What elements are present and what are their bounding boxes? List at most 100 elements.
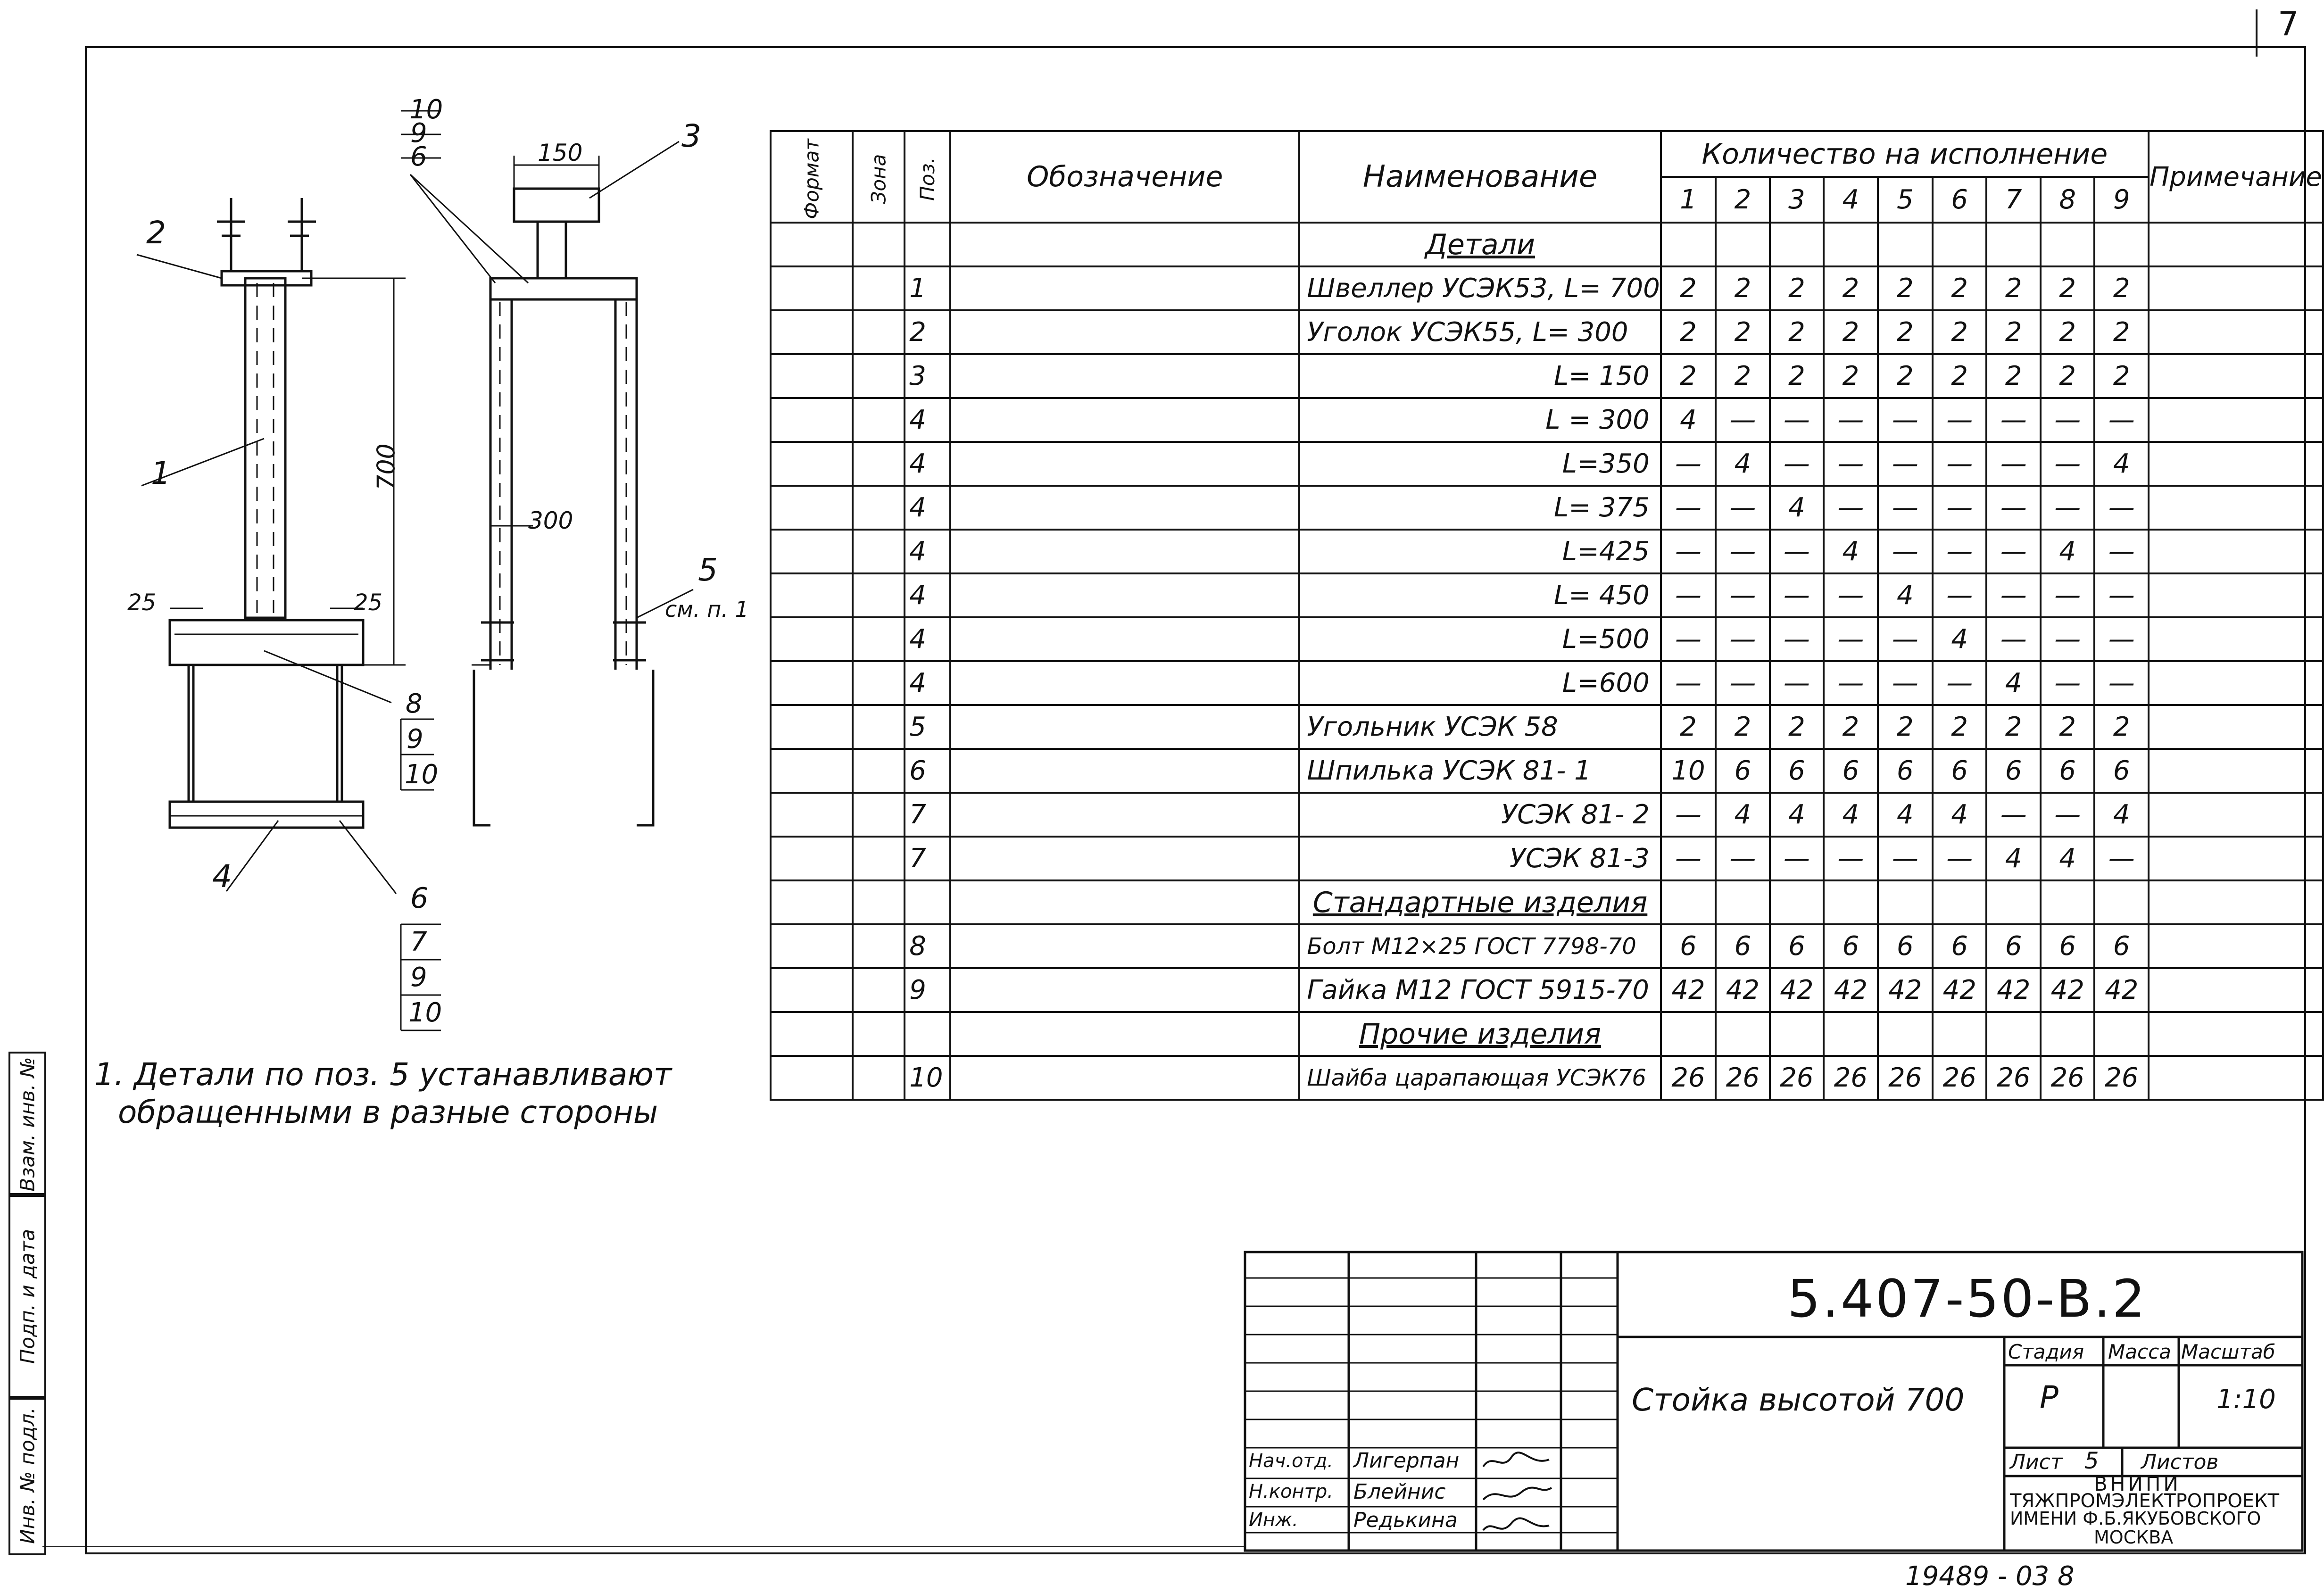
row-qty-variant-7: — xyxy=(1985,485,2042,531)
row-qty-variant-8: — xyxy=(2039,572,2096,618)
staff-name-1: Лигерпан xyxy=(1353,1449,1460,1473)
row-qty-variant-6: — xyxy=(1931,441,1988,487)
row-qty-variant-3: — xyxy=(1768,616,1825,662)
row-qty-variant-5: 26 xyxy=(1876,1055,1934,1101)
row-qty-variant-3: — xyxy=(1768,441,1825,487)
row-qty-variant-4: 2 xyxy=(1823,353,1879,399)
row-name: L= 150 xyxy=(1298,353,1662,399)
row-pos: 4 xyxy=(904,485,952,531)
row-qty-variant-8: — xyxy=(2039,485,2096,531)
callout-6-top: 6 xyxy=(410,141,427,172)
callout-9-mid: 9 xyxy=(407,724,423,755)
row-qty-variant-1: 2 xyxy=(1660,266,1717,311)
row-qty-variant-1: — xyxy=(1660,441,1717,487)
scale-value: 1:10 xyxy=(2216,1384,2276,1415)
row-qty-variant-5: — xyxy=(1876,836,1934,881)
row-pos: 6 xyxy=(904,748,952,794)
row-qty-variant-3: 42 xyxy=(1768,967,1825,1013)
row-qty-variant-5: 2 xyxy=(1876,704,1934,750)
row-name: L=600 xyxy=(1298,660,1662,706)
row-qty-variant-2: 4 xyxy=(1715,441,1771,487)
row-qty-variant-7: 6 xyxy=(1985,923,2042,969)
row-qty-variant-9: 6 xyxy=(2093,923,2150,969)
row-qty-variant-2: — xyxy=(1715,572,1771,618)
header-name: Наименование xyxy=(1298,130,1662,224)
row-name: L = 300 xyxy=(1298,397,1662,443)
dim-25-right: 25 xyxy=(354,589,383,616)
callout-10-top: 10 xyxy=(409,94,443,125)
row-qty-variant-8: 4 xyxy=(2039,836,2096,881)
row-qty-variant-2: 6 xyxy=(1715,923,1771,969)
header-pos: Поз. xyxy=(904,130,952,224)
row-qty-variant-8: 2 xyxy=(2039,266,2096,311)
row-qty-variant-5: 4 xyxy=(1876,572,1934,618)
row-name: L= 450 xyxy=(1298,572,1662,618)
row-qty-variant-5: — xyxy=(1876,529,1934,574)
row-qty-variant-9: — xyxy=(2093,485,2150,531)
channel-post-left xyxy=(244,277,287,619)
base-plate-left xyxy=(168,619,365,666)
row-qty-variant-8: — xyxy=(2039,792,2096,838)
header-variant-7: 7 xyxy=(1985,176,2042,224)
archive-number: 19489 - 03 8 xyxy=(1905,1561,2075,1592)
row-qty-variant-1: 26 xyxy=(1660,1055,1717,1101)
row-qty-variant-4: 4 xyxy=(1823,792,1879,838)
row-qty-variant-4: — xyxy=(1823,660,1879,706)
sheet-label: Лист xyxy=(2010,1450,2063,1474)
row-qty-variant-5: 6 xyxy=(1876,923,1934,969)
row-name: Болт М12×25 ГОСТ 7798-70 xyxy=(1298,923,1662,969)
angle-4-left xyxy=(168,800,365,829)
row-qty-variant-6: 2 xyxy=(1931,704,1988,750)
staff-name-3: Редькина xyxy=(1353,1508,1458,1532)
row-qty-variant-7: 2 xyxy=(1985,704,2042,750)
stamp-cell-signature-date: Подп. и дата xyxy=(8,1193,46,1400)
row-qty-variant-4: — xyxy=(1823,397,1879,443)
scale-label: Масштаб xyxy=(2181,1340,2275,1363)
row-qty-variant-7: — xyxy=(1985,616,2042,662)
row-qty-variant-7: — xyxy=(1985,572,2042,618)
sheet-page-number-divider xyxy=(2256,9,2258,57)
row-qty-variant-4: — xyxy=(1823,616,1879,662)
row-qty-variant-3: 2 xyxy=(1768,353,1825,399)
row-qty-variant-8: — xyxy=(2039,397,2096,443)
row-qty-variant-1: — xyxy=(1660,529,1717,574)
callout-6-bot: 6 xyxy=(410,882,429,915)
row-qty-variant-9: 42 xyxy=(2093,967,2150,1013)
header-variant-1: 1 xyxy=(1660,176,1717,224)
row-qty-variant-7: 4 xyxy=(1985,660,2042,706)
row-pos: 1 xyxy=(904,266,952,311)
row-qty-variant-8: 6 xyxy=(2039,923,2096,969)
row-qty-variant-9: — xyxy=(2093,529,2150,574)
row-name: УСЭК 81- 2 xyxy=(1298,792,1662,838)
row-pos: 5 xyxy=(904,704,952,750)
row-name: Швеллер УСЭК53, L= 700 xyxy=(1298,266,1662,311)
row-qty-variant-7: 2 xyxy=(1985,309,2042,355)
row-qty-variant-7: 2 xyxy=(1985,353,2042,399)
row-qty-variant-5: 4 xyxy=(1876,792,1934,838)
stamp-cell-replaced-inv: Взам. инв. № xyxy=(8,1052,46,1197)
spec-section-other-row: Прочие изделия xyxy=(769,1011,2324,1057)
signatures xyxy=(1482,1452,1552,1531)
row-qty-variant-4: 2 xyxy=(1823,704,1879,750)
row-qty-variant-1: — xyxy=(1660,572,1717,618)
doc-number: 5.407-50-В.2 xyxy=(1787,1269,2147,1329)
header-format: Формат xyxy=(769,130,854,224)
header-variant-4: 4 xyxy=(1823,176,1879,224)
staff-role-3: Инж. xyxy=(1249,1509,1298,1531)
row-qty-variant-6: — xyxy=(1931,572,1988,618)
header-designation: Обозначение xyxy=(949,130,1301,224)
callout-8: 8 xyxy=(406,689,423,719)
row-qty-variant-5: 42 xyxy=(1876,967,1934,1013)
row-qty-variant-3: 6 xyxy=(1768,923,1825,969)
row-qty-variant-9: 26 xyxy=(2093,1055,2150,1101)
dim-25-left: 25 xyxy=(127,589,157,616)
row-qty-variant-8: 6 xyxy=(2039,748,2096,794)
row-pos: 7 xyxy=(904,836,952,881)
